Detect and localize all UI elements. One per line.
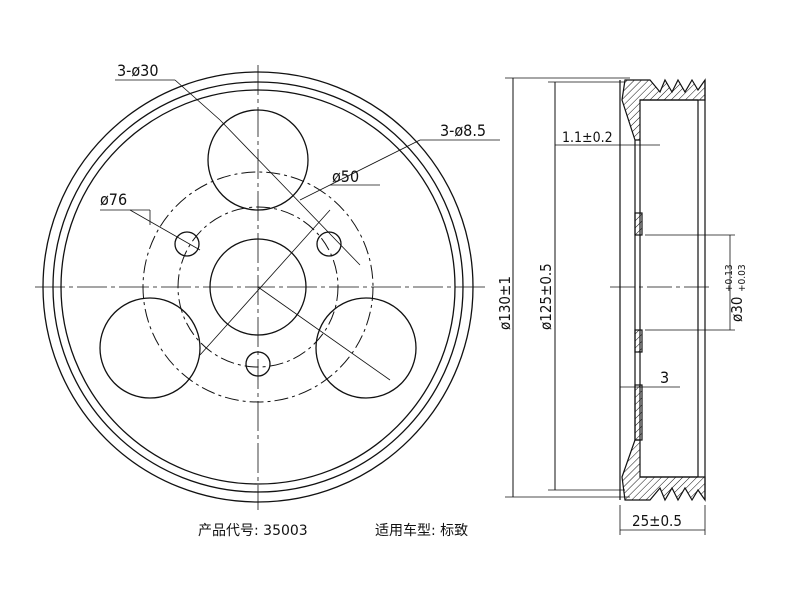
- big-hole: [315, 297, 417, 399]
- front-view: [35, 65, 500, 510]
- label-small-holes: 3-ø8.5: [440, 121, 486, 140]
- dim-bore-lower-tol: +0.03: [737, 264, 748, 292]
- dim-outer-diameter: ø130±1: [496, 276, 514, 330]
- product-code: 产品代号: 35003: [198, 523, 308, 539]
- vehicle-model: 适用车型: 标致: [375, 523, 469, 539]
- big-hole: [99, 297, 201, 399]
- dim-groove-diameter: ø125±0.5: [537, 263, 555, 330]
- small-hole: [316, 231, 342, 257]
- label-big-holes: 3-ø30: [117, 61, 158, 80]
- dim-flange-thickness: 3: [660, 368, 669, 387]
- dim-bore: ø30: [728, 297, 746, 322]
- dim-wall-thickness: 1.1±0.2: [562, 130, 613, 146]
- side-view: [505, 77, 735, 535]
- dim-width: 25±0.5: [632, 512, 682, 530]
- dim-bore-upper-tol: +0.13: [724, 264, 735, 292]
- label-bore-circle: ø50: [332, 167, 359, 186]
- small-hole: [174, 231, 200, 257]
- label-pitch-circle: ø76: [100, 190, 127, 209]
